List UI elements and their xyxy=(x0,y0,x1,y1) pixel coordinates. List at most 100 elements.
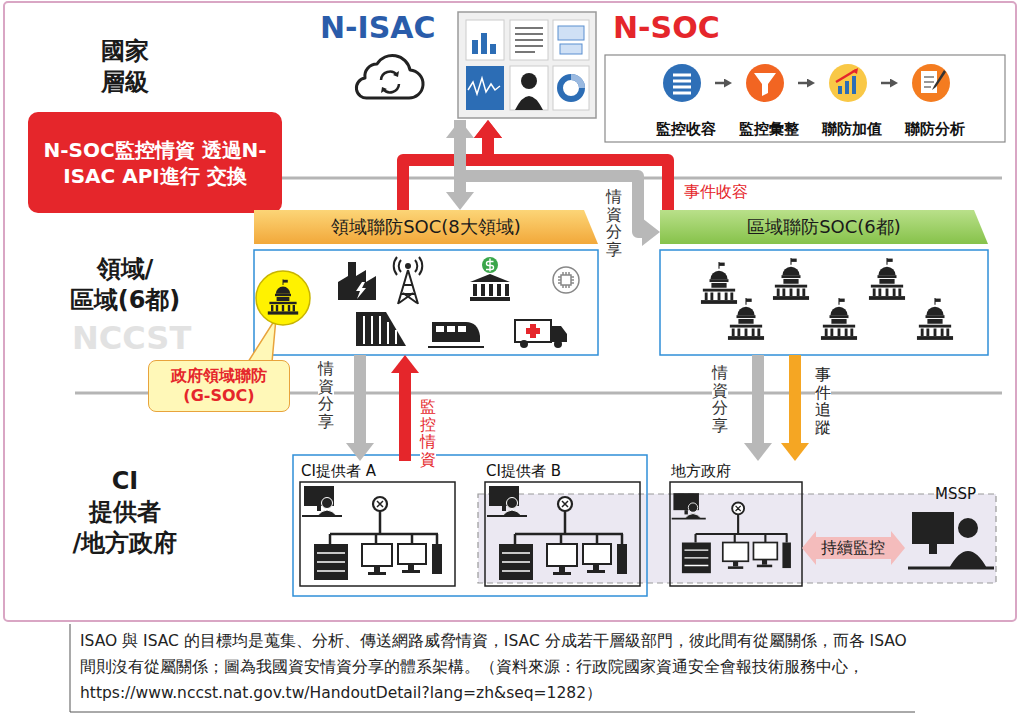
bank-icon xyxy=(505,284,509,296)
ci-area xyxy=(300,482,455,586)
dashboard-icon xyxy=(560,77,582,99)
dashboard-icon xyxy=(510,20,548,60)
edge-label: 情資分享 xyxy=(606,188,622,258)
chip-icon xyxy=(553,267,579,293)
dashboard-icon xyxy=(571,77,582,88)
edge-label: 情資分享 xyxy=(712,364,728,434)
frame xyxy=(4,2,1016,621)
edge-label-holder: 情資分享 xyxy=(318,360,334,430)
nsoc-step-icons xyxy=(673,75,691,93)
node-text: 聯防加值 xyxy=(814,119,882,139)
train-icon xyxy=(432,322,480,342)
bank-icon xyxy=(473,284,477,296)
connector xyxy=(816,537,891,559)
edge-label: 事件追蹤 xyxy=(815,366,831,436)
nsoc-step-icons xyxy=(838,86,842,94)
caption: ISAO 與 ISAC 的目標均是蒐集、分析、傳送網路威脅情資，ISAC 分成若… xyxy=(80,628,915,706)
region-panel xyxy=(701,262,737,304)
train-icon xyxy=(428,322,484,347)
bank-icon xyxy=(470,297,510,301)
dashboard-icon xyxy=(490,44,496,54)
node-text: 區域聯防SOC(6都) xyxy=(660,210,988,244)
bank-icon xyxy=(489,284,493,296)
domain-panel xyxy=(356,282,366,299)
edge-label: 持續監控 xyxy=(818,538,888,558)
radio-tower-icon xyxy=(394,257,423,304)
cloud-icon xyxy=(356,55,423,98)
dashboard-icon xyxy=(458,12,596,118)
nsoc-step-icons xyxy=(852,68,858,74)
node-text: CI提供者 B xyxy=(485,461,640,481)
ambulance-icon xyxy=(554,340,562,348)
domain-panel xyxy=(268,279,298,314)
train-icon xyxy=(458,326,466,332)
nsoc-step-icons xyxy=(845,81,849,94)
ci-area xyxy=(293,455,996,596)
ambulance-icon xyxy=(551,326,567,342)
ci-area xyxy=(485,482,640,586)
edge-label: 監控情資 xyxy=(420,398,436,468)
ci-area xyxy=(487,486,627,580)
mssp-icon xyxy=(908,567,994,570)
power-plant-icon xyxy=(338,262,376,300)
label-holder: 領域/ 區域(6都) xyxy=(60,254,190,316)
nsoc-step-icons xyxy=(663,64,950,102)
mssp-icon xyxy=(929,544,937,554)
nsoc-step-icons xyxy=(754,73,776,96)
dashboard-icon xyxy=(553,66,589,110)
connector xyxy=(354,355,366,443)
node-text: 監控彙整 xyxy=(731,119,799,139)
mssp-icon xyxy=(948,550,988,568)
edge-label-holder: 事件收容 xyxy=(684,182,748,202)
process-step: 監控收容 xyxy=(649,63,715,139)
connector xyxy=(881,82,890,85)
chip-icon xyxy=(553,267,579,293)
bank-icon xyxy=(497,284,501,296)
edge-label-holder: 情資分享 xyxy=(606,188,622,258)
node-text: N-ISAC xyxy=(320,10,598,46)
train-icon xyxy=(428,346,484,348)
region-soc-box: 區域聯防SOC(6都) xyxy=(660,210,988,355)
node-text: N-SOC xyxy=(605,10,1005,46)
dam-icon xyxy=(356,312,406,346)
connector xyxy=(715,82,724,85)
region-panel xyxy=(917,298,953,340)
cloud-icon xyxy=(356,55,423,98)
ambulance-icon xyxy=(515,320,567,348)
mssp-box: MSSP xyxy=(905,484,995,580)
dashboard-icon xyxy=(515,28,543,52)
ci-area xyxy=(302,486,442,580)
bank-icon xyxy=(486,259,494,272)
connector xyxy=(789,355,801,443)
nsoc-panel xyxy=(605,55,1005,142)
train-icon xyxy=(447,326,455,332)
ci-area xyxy=(672,493,791,573)
dashboard-icon xyxy=(472,40,478,54)
ambulance-icon xyxy=(515,320,551,342)
chip-icon xyxy=(561,275,571,285)
caption-rule xyxy=(70,624,915,712)
callout-box: 政府領域聯防 (G-SOC) xyxy=(148,360,290,412)
managed-group-outline xyxy=(478,494,996,583)
watermark: NCCST xyxy=(72,322,191,354)
label-holder: CI 提供者 /地方政府 xyxy=(60,466,190,560)
domain-panel xyxy=(405,263,411,269)
level-label: 國家 層級 xyxy=(60,36,190,98)
ambulance-icon xyxy=(526,328,540,334)
nsoc-step-icons xyxy=(663,64,701,102)
radio-tower-icon xyxy=(398,270,418,304)
region-panel xyxy=(660,250,988,355)
bank-icon xyxy=(481,284,485,296)
nsoc-step-icons xyxy=(921,71,937,93)
frame xyxy=(4,2,1016,621)
bank-icon xyxy=(470,257,510,301)
platform-node: N-ISAC xyxy=(320,10,598,120)
bank-icon xyxy=(482,257,498,273)
node-text: 監控收容 xyxy=(648,119,716,139)
process-step: 聯防分析 xyxy=(898,63,964,139)
cloud-icon xyxy=(381,72,397,80)
dashboard-icon xyxy=(466,20,504,60)
node-text: 聯防分析 xyxy=(897,119,965,139)
edge-label-holder: 持續監控 xyxy=(818,538,888,558)
